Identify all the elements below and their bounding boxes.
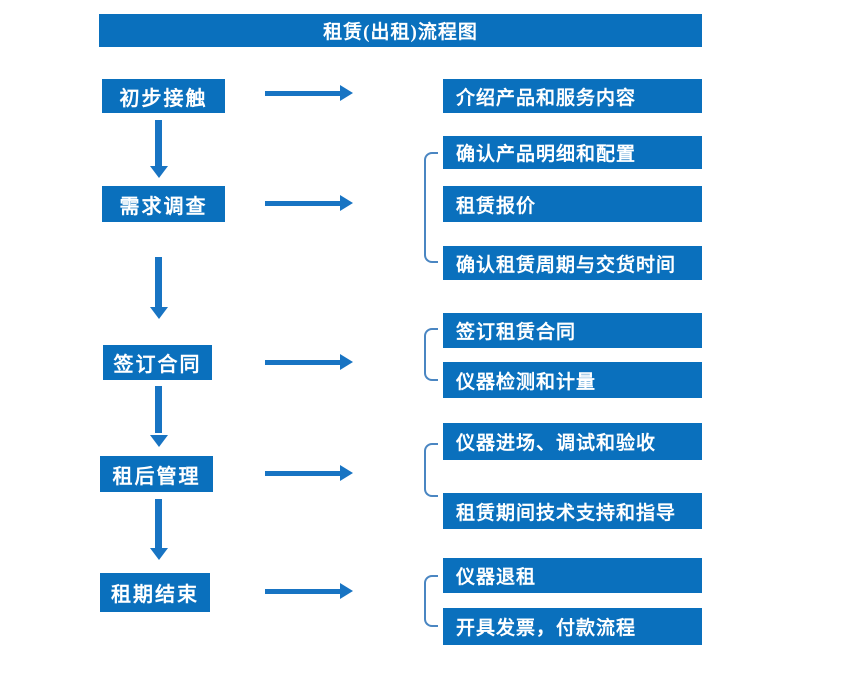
arrow-shaft bbox=[155, 499, 162, 548]
stage-box-sign-contract: 签订合同 bbox=[103, 345, 212, 380]
stage-box-demand-survey: 需求调查 bbox=[102, 186, 225, 222]
down-arrow-2 bbox=[150, 257, 168, 319]
arrow-shaft bbox=[155, 120, 162, 166]
arrow-shaft bbox=[265, 201, 341, 206]
bracket-stage-4 bbox=[424, 443, 438, 497]
bracket-stage-5 bbox=[424, 575, 438, 627]
down-arrow-1 bbox=[150, 120, 168, 178]
arrow-head-icon bbox=[150, 435, 168, 447]
output-box-instrument-setup: 仪器进场、调试和验收 bbox=[443, 423, 702, 460]
flowchart-title: 租赁(出租)流程图 bbox=[99, 14, 702, 47]
arrow-head-icon bbox=[340, 583, 353, 599]
arrow-shaft bbox=[265, 589, 341, 594]
down-arrow-3 bbox=[150, 386, 168, 447]
output-box-technical-support: 租赁期间技术支持和指导 bbox=[443, 493, 702, 529]
right-arrow-4 bbox=[265, 465, 353, 481]
output-box-confirm-rental-period: 确认租赁周期与交货时间 bbox=[443, 246, 702, 280]
bracket-stage-3 bbox=[424, 328, 438, 381]
output-box-instrument-testing: 仪器检测和计量 bbox=[443, 362, 702, 398]
arrow-shaft bbox=[155, 386, 162, 433]
right-arrow-2 bbox=[265, 195, 353, 211]
stage-box-rental-end: 租期结束 bbox=[100, 573, 210, 612]
right-arrow-1 bbox=[265, 85, 353, 101]
arrow-shaft bbox=[265, 471, 341, 476]
arrow-shaft bbox=[155, 257, 162, 307]
arrow-head-icon bbox=[340, 354, 353, 370]
down-arrow-4 bbox=[150, 499, 168, 560]
output-box-invoice-payment: 开具发票，付款流程 bbox=[443, 608, 702, 645]
arrow-head-icon bbox=[150, 166, 168, 178]
output-box-rental-quote: 租赁报价 bbox=[443, 186, 702, 222]
right-arrow-3 bbox=[265, 354, 353, 370]
output-box-instrument-return: 仪器退租 bbox=[443, 558, 702, 593]
arrow-head-icon bbox=[150, 307, 168, 319]
stage-box-post-rental-management: 租后管理 bbox=[100, 456, 213, 492]
stage-box-initial-contact: 初步接触 bbox=[102, 79, 225, 113]
arrow-head-icon bbox=[340, 85, 353, 101]
right-arrow-5 bbox=[265, 583, 353, 599]
arrow-head-icon bbox=[340, 465, 353, 481]
arrow-shaft bbox=[265, 91, 341, 96]
output-box-confirm-product-details: 确认产品明细和配置 bbox=[443, 136, 702, 169]
arrow-head-icon bbox=[340, 195, 353, 211]
output-box-introduce-products: 介绍产品和服务内容 bbox=[443, 79, 702, 113]
output-box-sign-rental-contract: 签订租赁合同 bbox=[443, 313, 702, 348]
arrow-head-icon bbox=[150, 548, 168, 560]
arrow-shaft bbox=[265, 360, 341, 365]
bracket-stage-2 bbox=[424, 152, 438, 263]
